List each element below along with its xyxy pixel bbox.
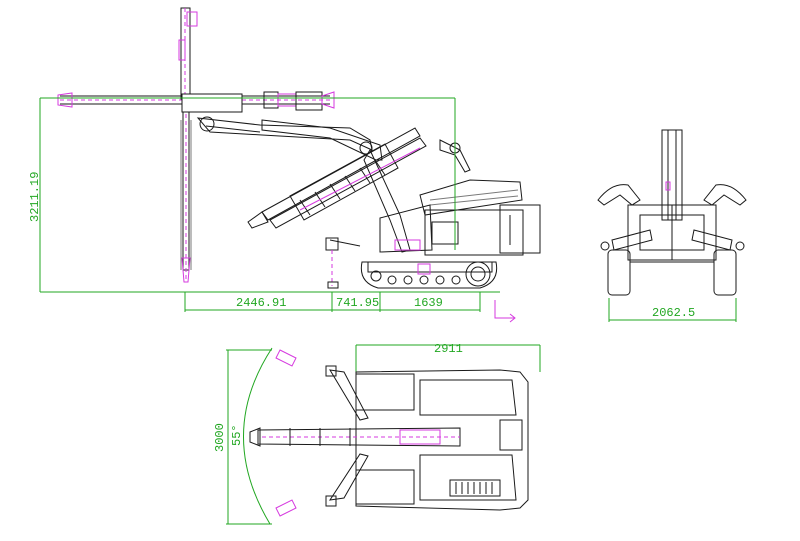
front-view: 2062.5 xyxy=(597,129,747,322)
side-dimensions xyxy=(39,97,516,323)
dim-reach-front: 2446.91 xyxy=(236,296,286,310)
dim-swing-angle: 55° xyxy=(230,424,244,446)
dim-track-length: 1639 xyxy=(414,296,443,310)
drill-mast xyxy=(247,127,427,229)
dim-swing-height: 3000 xyxy=(213,423,227,452)
top-body xyxy=(355,369,529,511)
crawler-track xyxy=(360,261,498,289)
dim-width-front: 2062.5 xyxy=(652,306,695,320)
top-boom xyxy=(249,427,461,447)
dim-offset-mid: 741.95 xyxy=(336,296,379,310)
machine-body xyxy=(379,179,541,256)
front-arms xyxy=(597,184,747,251)
outrigger xyxy=(325,237,361,289)
top-view: 2911 3000 55° xyxy=(213,342,541,525)
swing-arc xyxy=(226,344,541,525)
front-dimensions xyxy=(608,298,737,322)
horizontal-mast xyxy=(57,91,335,113)
front-tracks xyxy=(607,249,737,296)
dim-swing-width: 2911 xyxy=(434,342,463,356)
side-view: 3211.19 2446.91 741.95 1639 xyxy=(28,7,541,323)
swing-end-marks xyxy=(275,349,297,517)
vertical-mast xyxy=(178,7,198,283)
top-outriggers xyxy=(325,365,369,507)
front-body xyxy=(627,204,717,261)
dim-height-total: 3211.19 xyxy=(28,172,42,222)
